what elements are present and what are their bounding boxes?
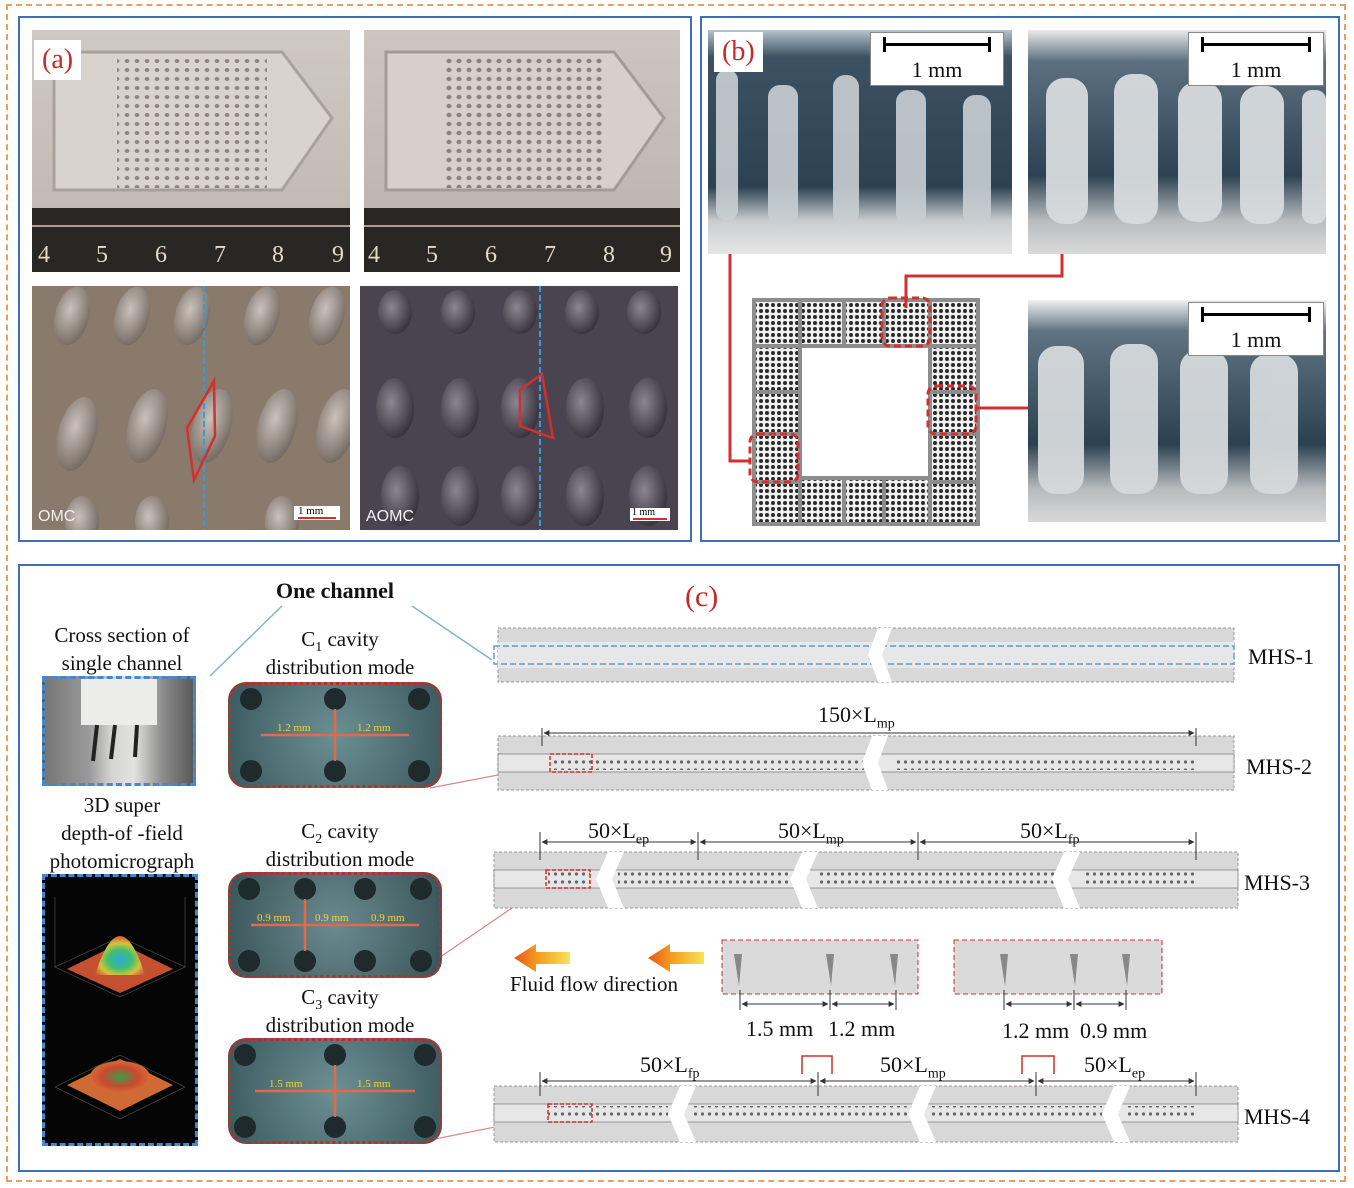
fluid-flow-label: Fluid flow direction bbox=[510, 972, 678, 996]
pin-photo-3-drawing bbox=[1038, 344, 1298, 494]
omc-label: OMC bbox=[38, 508, 76, 525]
ruler-num: 7 bbox=[214, 242, 226, 268]
c2-cavity-drawing: 0.9 mm 0.9 mm 0.9 mm bbox=[238, 878, 432, 972]
spacing-left-1: 1.5 mm bbox=[746, 1016, 814, 1041]
omc-scale-text: 1 mm bbox=[298, 505, 324, 517]
panel-c-label: (c) bbox=[685, 580, 719, 613]
aomc-micrograph: OMC AOMC 1 mm bbox=[360, 286, 678, 530]
3d-photomicrograph-drawing bbox=[54, 897, 186, 1120]
spacing-detail-right bbox=[953, 939, 1163, 1010]
c3-cavity-photo: 1.5 mm 1.5 mm bbox=[228, 1038, 442, 1144]
mhs3-dim-2: 50×Lmp bbox=[778, 818, 844, 848]
mhs1-strip bbox=[493, 627, 1235, 683]
c3-dim-right: 1.5 mm bbox=[357, 1078, 391, 1090]
mhs2-strip bbox=[497, 728, 1235, 791]
panel-a-label: (a) bbox=[34, 40, 82, 80]
cross-section-photo bbox=[42, 676, 196, 786]
c3-dim-left: 1.5 mm bbox=[269, 1078, 303, 1090]
cross-section-drawing bbox=[81, 679, 157, 762]
c2-subtitle: distribution mode bbox=[265, 847, 415, 871]
mhs4-dim-3: 50×Lep bbox=[1084, 1052, 1146, 1082]
ruler-num: 4 bbox=[38, 242, 50, 268]
ruler-num: 6 bbox=[155, 242, 167, 268]
aomc-scale-text: 1 mm bbox=[632, 507, 656, 518]
mhs4-label: MHS-4 bbox=[1244, 1104, 1311, 1129]
flow-arrow-1 bbox=[514, 944, 570, 972]
spacing-right-1: 1.2 mm bbox=[1002, 1018, 1070, 1043]
mhs4-dim-2: 50×Lmp bbox=[880, 1052, 946, 1082]
mhs3-label: MHS-3 bbox=[1244, 870, 1311, 895]
c2-dim-2: 0.9 mm bbox=[315, 912, 349, 924]
c1-dim-right: 1.2 mm bbox=[357, 722, 391, 734]
pin-photo-1-drawing bbox=[716, 70, 991, 225]
c2-cavity-photo: 0.9 mm 0.9 mm 0.9 mm bbox=[228, 872, 442, 978]
c1-cavity-photo: 1.2 mm 1.2 mm bbox=[228, 682, 442, 788]
panel-a: 4 5 6 7 8 9 (a) 4 5 6 7 8 9 bbox=[18, 16, 692, 542]
mhs3-strip bbox=[493, 832, 1239, 909]
panel-b: (b) 1 mm 1 mm 1 mm bbox=[700, 16, 1340, 542]
scale-bar-text: 1 mm bbox=[1230, 327, 1282, 352]
c2-dim-1: 0.9 mm bbox=[257, 912, 291, 924]
omc-plate-drawing: 4 5 6 7 8 9 bbox=[32, 50, 350, 272]
mhs4-strip bbox=[493, 1055, 1239, 1143]
mhs2-label: MHS-2 bbox=[1246, 754, 1313, 779]
c1-dim-left: 1.2 mm bbox=[277, 722, 311, 734]
cross-section-line2: single channel bbox=[61, 651, 183, 675]
omc-plate-photo: 4 5 6 7 8 9 bbox=[32, 30, 350, 272]
square-frame-specimen bbox=[748, 296, 980, 526]
ruler-num: 7 bbox=[544, 242, 556, 268]
spacing-right-2: 0.9 mm bbox=[1080, 1018, 1148, 1043]
ruler-num: 6 bbox=[485, 242, 497, 268]
mhs4-dim-1: 50×Lfp bbox=[640, 1052, 700, 1082]
ruler-num: 8 bbox=[603, 242, 615, 268]
scale-bar-text: 1 mm bbox=[911, 57, 963, 82]
ruler-num: 9 bbox=[660, 242, 672, 268]
aomc-plate-photo: 4 5 6 7 8 9 bbox=[364, 30, 680, 272]
figure-outer-frame bbox=[6, 4, 1346, 1182]
scale-bar-2: 1 mm bbox=[1188, 32, 1324, 86]
scale-bar-text: 1 mm bbox=[1230, 57, 1282, 82]
mhs3-dim-3: 50×Lfp bbox=[1020, 818, 1080, 848]
mhs1-label: MHS-1 bbox=[1248, 644, 1315, 669]
3d-photomicrograph bbox=[42, 874, 198, 1146]
panel-c: (c) One channel Cross section of single … bbox=[18, 564, 1340, 1172]
channel-diagrams bbox=[493, 627, 1239, 1143]
photomicro-line3: photomicrograph bbox=[49, 849, 195, 873]
c2-title: C2 cavity bbox=[301, 819, 379, 848]
c1-subtitle: distribution mode bbox=[265, 655, 415, 679]
spacing-detail-left bbox=[721, 939, 919, 1010]
cross-section-line1: Cross section of bbox=[54, 623, 190, 647]
omc-micrograph-drawing bbox=[53, 286, 350, 530]
aomc-plate-drawing: 4 5 6 7 8 9 bbox=[364, 50, 680, 272]
spacing-left-2: 1.2 mm bbox=[828, 1016, 896, 1041]
aomc-label: AOMC bbox=[366, 508, 414, 525]
c3-subtitle: distribution mode bbox=[265, 1013, 415, 1037]
ruler-num: 5 bbox=[96, 242, 108, 268]
ruler-num: 4 bbox=[368, 242, 380, 268]
scale-bar-1: 1 mm bbox=[870, 32, 1004, 86]
photomicro-line2: depth-of -field bbox=[61, 821, 183, 845]
c3-cavity-drawing: 1.5 mm 1.5 mm bbox=[234, 1044, 436, 1138]
photomicro-line1: 3D super bbox=[83, 793, 161, 817]
c1-title: C1 cavity bbox=[301, 627, 379, 656]
mhs3-dim-1: 50×Lep bbox=[588, 818, 650, 848]
ruler-num: 5 bbox=[426, 242, 438, 268]
scale-bar-3: 1 mm bbox=[1188, 302, 1324, 356]
c1-cavity-drawing: 1.2 mm 1.2 mm bbox=[240, 688, 430, 782]
c2-dim-3: 0.9 mm bbox=[371, 912, 405, 924]
ruler-num: 8 bbox=[272, 242, 284, 268]
flow-arrow-2 bbox=[648, 944, 704, 972]
c3-title: C3 cavity bbox=[301, 985, 379, 1014]
mhs2-dim: 150×Lmp bbox=[818, 702, 895, 732]
pin-photo-2-drawing bbox=[1046, 74, 1326, 224]
aomc-micrograph-drawing bbox=[376, 286, 670, 530]
panel-b-label: (b) bbox=[714, 32, 763, 72]
ruler-num: 9 bbox=[332, 242, 344, 268]
omc-micrograph: OMC 1 mm bbox=[32, 286, 350, 530]
one-channel-title: One channel bbox=[276, 578, 394, 603]
